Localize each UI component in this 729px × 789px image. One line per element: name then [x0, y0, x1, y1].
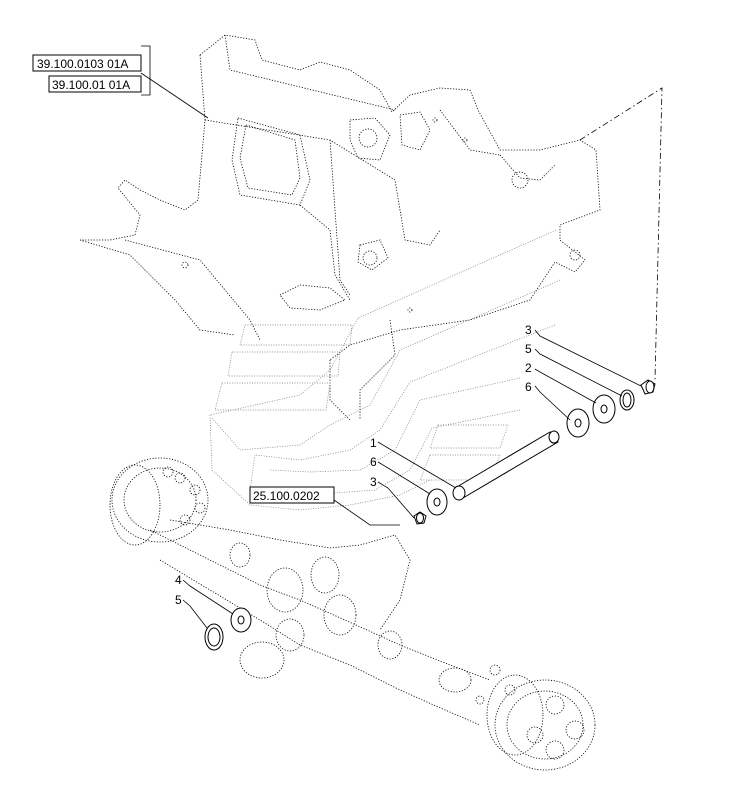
reference-label-2: 39.100.01 01A: [52, 78, 130, 92]
washer-part-6-mid: [426, 488, 448, 516]
callout-3-mid: 3: [370, 475, 377, 489]
callout-2: 2: [525, 361, 532, 375]
leader-lines: [140, 72, 642, 629]
callout-6-mid: 6: [370, 455, 377, 469]
reference-label-1: 39.100.0103 01A: [37, 57, 128, 71]
washer-part-2: [592, 394, 616, 424]
seal-ring-part-5-low: [204, 623, 224, 651]
chassis-frame: [79, 34, 601, 421]
callout-5-low: 5: [175, 593, 182, 607]
reference-box-3: [249, 486, 335, 504]
axle-assembly: [109, 457, 596, 771]
reference-box-2: [48, 75, 142, 93]
callout-4: 4: [175, 573, 182, 587]
reference-box-1: [32, 54, 142, 72]
callout-5-top: 5: [525, 342, 532, 356]
reference-label-3: 25.100.0202: [253, 489, 320, 503]
bolt-part-3-mid: [413, 511, 427, 525]
pin-part-1: [452, 430, 560, 501]
washer-part-6-right: [566, 408, 590, 438]
callout-numbers: 3 5 2 6 1 6 3 4 5: [175, 323, 532, 607]
snap-ring-part-5-top: [619, 389, 635, 411]
callout-3-top: 3: [525, 323, 532, 337]
callout-1: 1: [370, 436, 377, 450]
assembly-line: [579, 87, 663, 381]
pin-assembly: [204, 87, 663, 651]
reference-group-mid: 25.100.0202: [249, 486, 335, 504]
callout-6-right: 6: [525, 380, 532, 394]
reference-group-top: 39.100.0103 01A 39.100.01 01A: [32, 45, 151, 96]
bolt-part-3-top: [640, 379, 656, 395]
washer-part-4: [230, 607, 252, 633]
